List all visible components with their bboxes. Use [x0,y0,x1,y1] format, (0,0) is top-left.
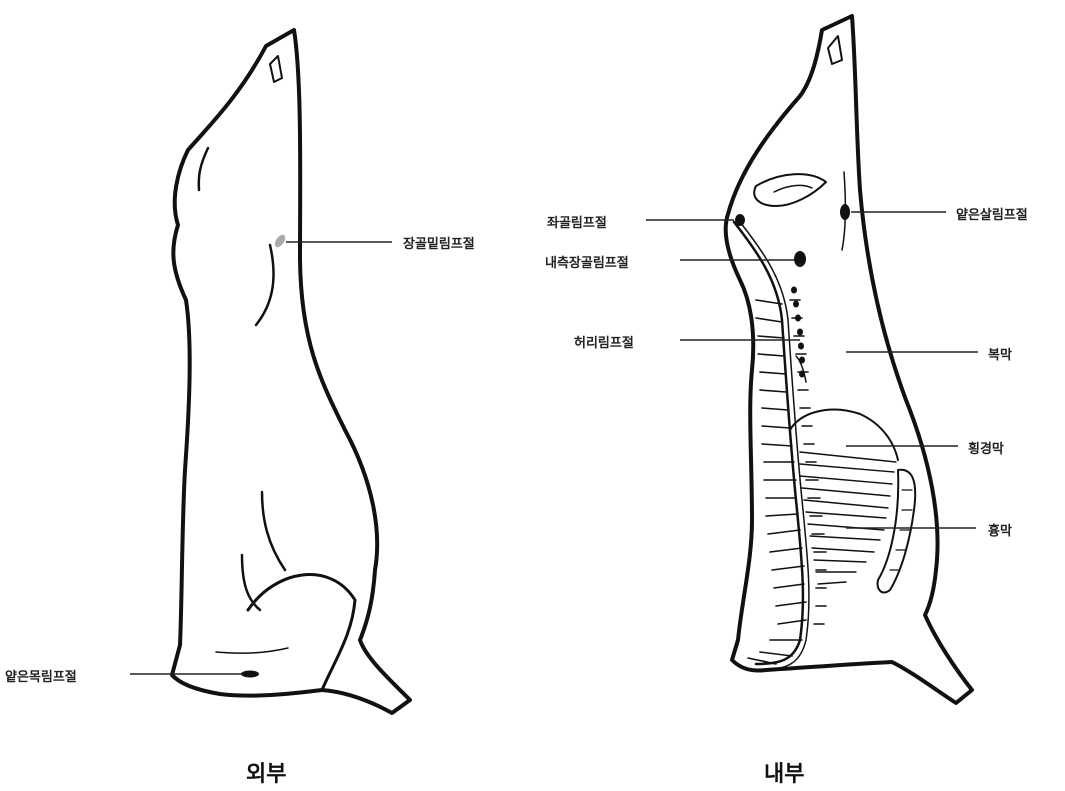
label-ischial-node: 좌골림프절 [547,212,607,231]
interior-superficial-inguinal-node-dot [840,204,850,220]
interior-ischial-node-dot [735,214,745,226]
caption-interior: 내부 [764,756,804,788]
label-superficial-cervical-node: 얕은목림프절 [5,666,77,685]
label-lumbar-node: 허리림프절 [574,332,634,351]
label-peritoneum: 복막 [988,344,1012,363]
label-pleura: 흉막 [988,520,1012,539]
exterior-outline [172,30,410,713]
interior-carcass [726,16,972,703]
label-diaphragm: 횡경막 [968,438,1004,457]
caption-exterior: 외부 [246,756,286,788]
interior-outline [726,16,972,703]
label-medial-iliac-node: 내측장골림프절 [545,252,629,271]
interior-medial-iliac-node-dot [794,251,806,267]
exterior-carcass [172,30,410,713]
label-superficial-inguinal-node: 얕은살림프절 [956,204,1028,223]
label-prefemoral-node: 장골밑림프절 [403,233,475,252]
